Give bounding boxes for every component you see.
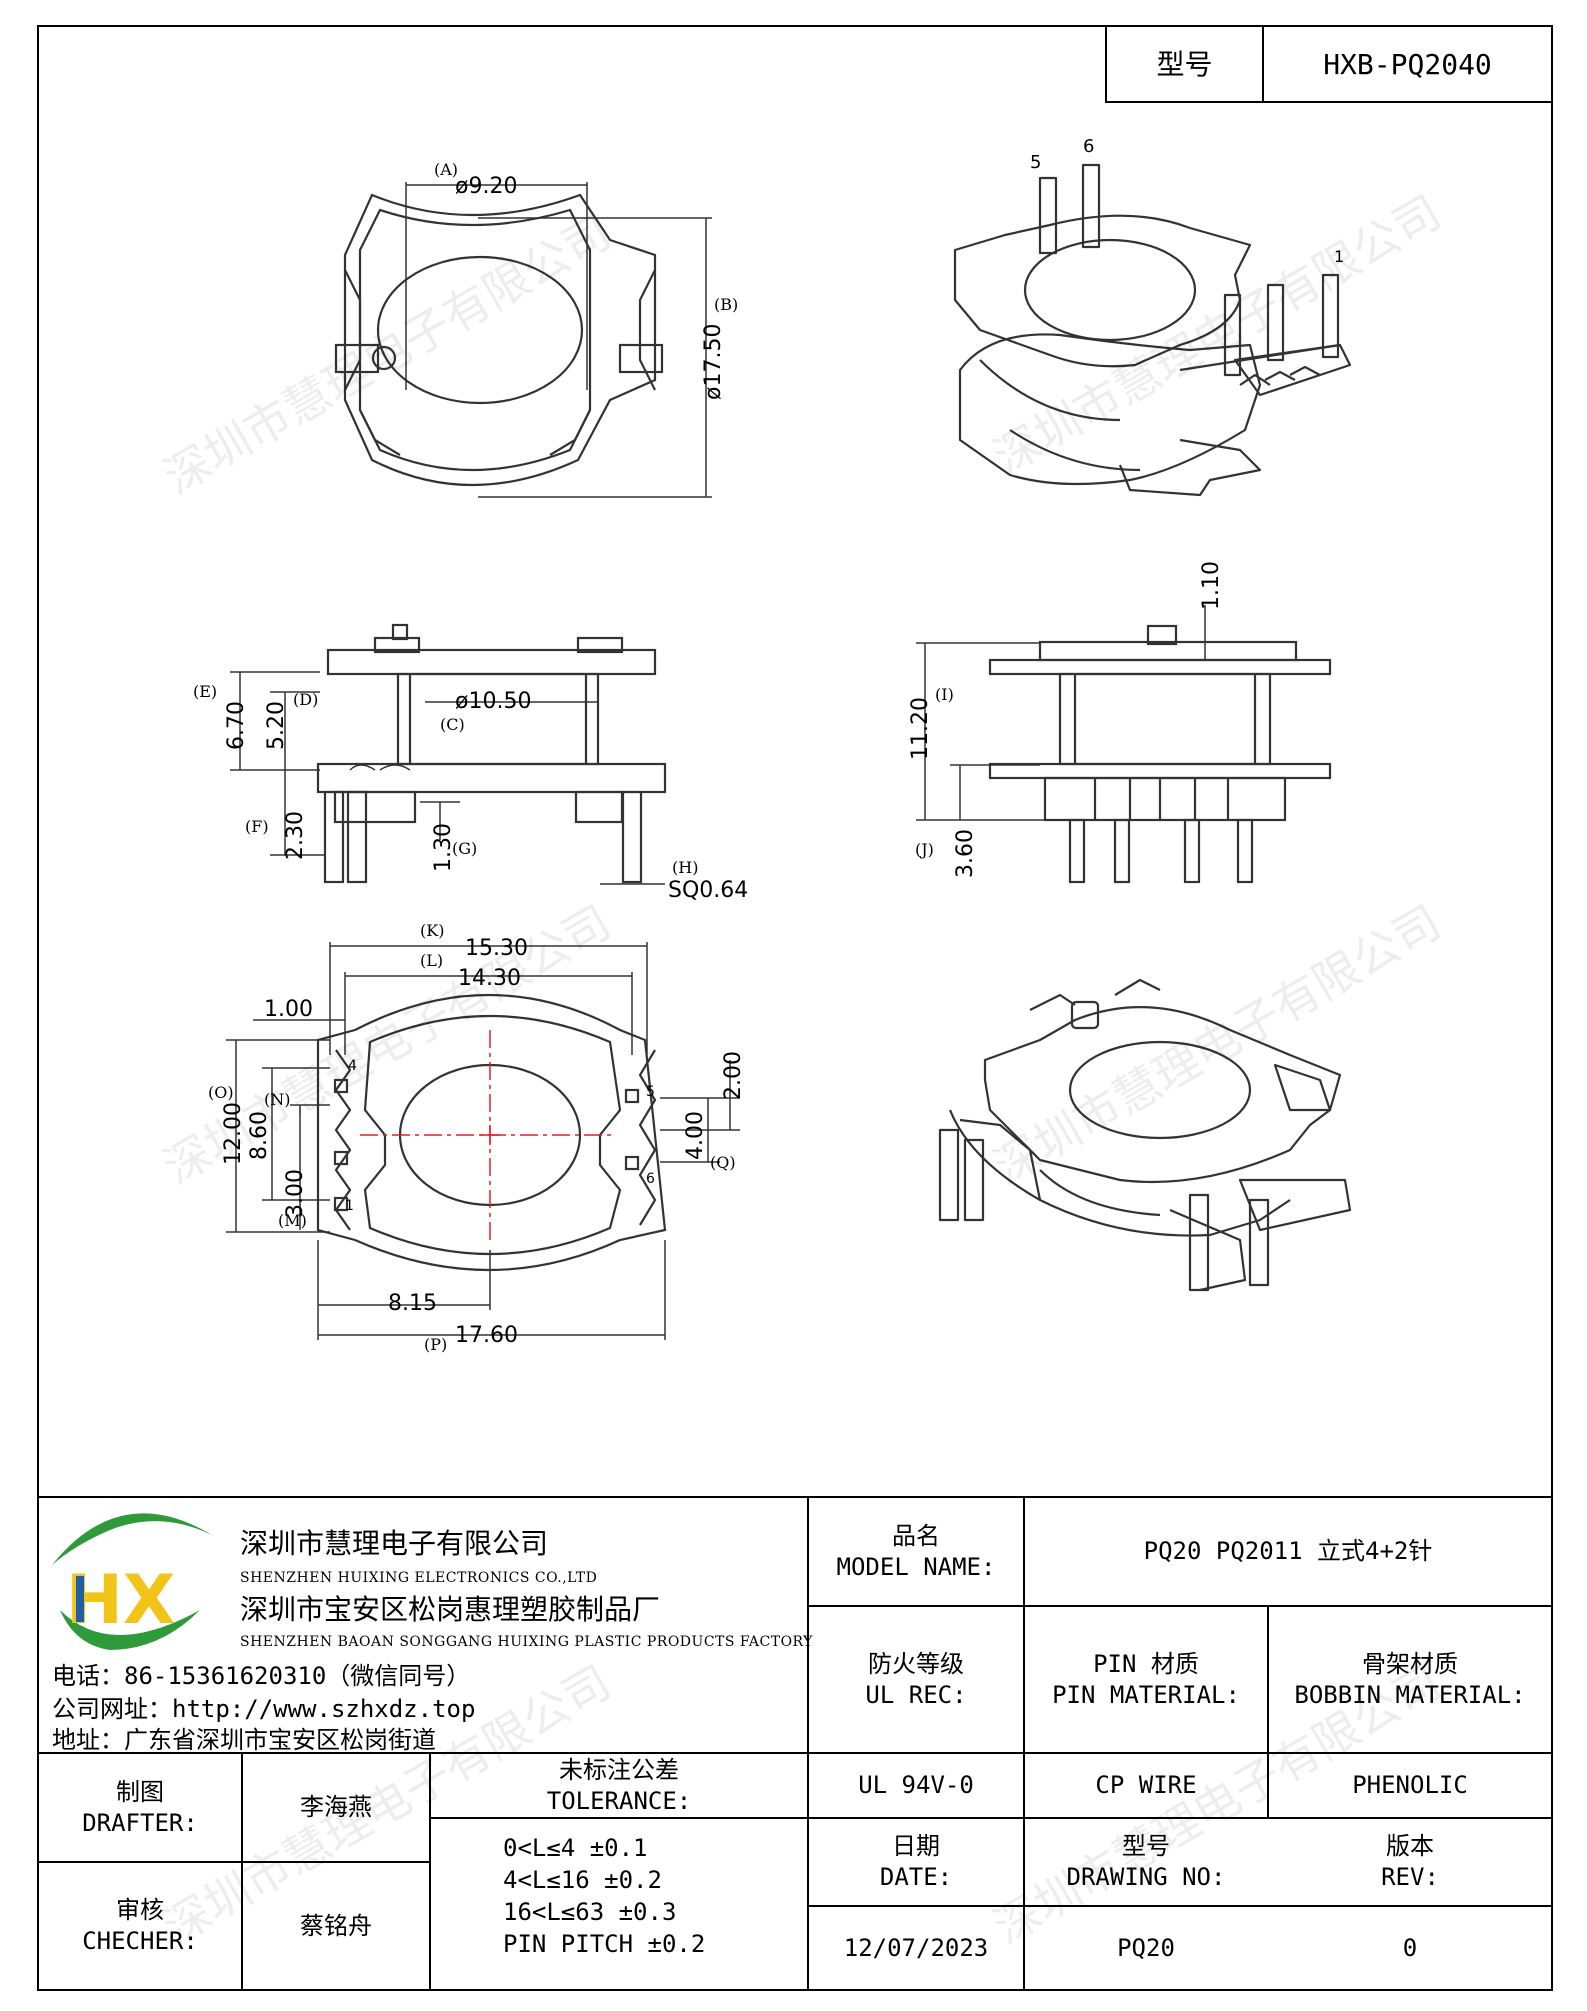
company-phone: 电话：86-15361620310（微信同号） (52, 1662, 471, 1690)
bottom-pin-5: 5 (646, 1084, 655, 1100)
dim-a-value: ø9.20 (455, 174, 517, 199)
dim-p-label: (P) (424, 1335, 447, 1354)
dim-m-label: (M) (278, 1211, 307, 1230)
model-value: HXB-PQ2040 (1323, 47, 1492, 81)
factory-name-en: SHENZHEN BAOAN SONGGANG HUIXING PLASTIC … (240, 1634, 813, 1650)
tolerance-line-1: 0<L≤4 ±0.1 (503, 1834, 648, 1862)
dim-k-value: 15.30 (465, 936, 528, 961)
dim-c-label: (C) (440, 715, 465, 734)
rev-value: 0 (1402, 1933, 1418, 1962)
dim-d-value: 5.20 (264, 701, 289, 750)
company-website: 公司网址：http://www.szhxdz.top (52, 1695, 476, 1723)
dim-o-label: (O) (208, 1083, 234, 1102)
company-logo: HX (52, 1513, 212, 1650)
model-label: 型号 (1156, 47, 1213, 81)
dim-pin-offset: 1.00 (264, 997, 313, 1022)
tolerance-line-3: 16<L≤63 ±0.3 (503, 1898, 677, 1926)
dim-d-label: (D) (293, 690, 318, 709)
dim-c-value: ø10.50 (455, 689, 531, 714)
bottom-pin-1: 1 (345, 1198, 354, 1214)
company-address: 地址：广东省深圳市宝安区松岗街道 (52, 1726, 436, 1754)
dim-l-label: (L) (420, 951, 443, 970)
ul-rec-value: UL 94V-0 (858, 1771, 974, 1799)
dim-center: 8.15 (388, 1291, 437, 1316)
logo-letters: HX (66, 1561, 175, 1640)
dim-n-label: (N) (264, 1090, 290, 1109)
iso-view-top (953, 163, 1352, 497)
dim-h-label: (H) (672, 858, 698, 877)
bottom-pin-4: 4 (348, 1058, 357, 1074)
iso-pin-1: 1 (1334, 247, 1344, 266)
front-view (916, 605, 1332, 884)
checker-name: 蔡铭舟 (300, 1911, 372, 1940)
model-box (1105, 25, 1553, 103)
dim-h-value: SQ0.64 (668, 878, 748, 903)
top-view (334, 182, 712, 498)
dim-g-label: (G) (452, 839, 477, 858)
dim-o-value: 12.00 (221, 1102, 246, 1165)
dim-m-value: 3.00 (283, 1169, 308, 1218)
title-block-grid (38, 1496, 1552, 1990)
dim-i-value: 11.20 (908, 697, 933, 760)
iso-pin-5: 5 (1030, 152, 1041, 173)
dim-f-value: 2.30 (283, 811, 308, 860)
dim-a-label: (A) (434, 160, 458, 179)
dim-b-value: ø17.50 (701, 324, 726, 400)
dim-b-label: (B) (714, 295, 738, 314)
dim-n-value: 8.60 (247, 1111, 272, 1160)
iso-pin-6: 6 (1083, 136, 1094, 157)
dim-i-label: (I) (935, 685, 954, 704)
dim-k-label: (K) (420, 921, 444, 940)
dim-j-label: (J) (915, 840, 934, 859)
sheet-border (37, 25, 1553, 1991)
dim-g-value: 1.30 (431, 823, 456, 872)
tolerance-line-4: PIN PITCH ±0.2 (503, 1930, 706, 1958)
iso-view-bottom (938, 978, 1352, 1292)
bottom-pin-6: 6 (646, 1171, 655, 1187)
dim-l-value: 14.30 (458, 966, 521, 991)
dim-right-top: 2.00 (721, 1051, 746, 1100)
dim-q-label: (Q) (710, 1153, 736, 1172)
company-name-en: SHENZHEN HUIXING ELECTRONICS CO.,LTD (240, 1570, 598, 1586)
bottom-centerlines (360, 1030, 615, 1245)
dim-j-value: 3.60 (953, 829, 978, 878)
pin-material-value: CP WIRE (1095, 1771, 1197, 1799)
drafter-name: 李海燕 (300, 1793, 372, 1821)
company-name-zh: 深圳市慧理电子有限公司 (240, 1527, 549, 1560)
tolerance-line-2: 4<L≤16 ±0.2 (503, 1866, 662, 1894)
dim-f-label: (F) (245, 817, 269, 836)
dim-q-value: 4.00 (683, 1111, 708, 1160)
side-view (230, 623, 667, 885)
drawing-no-value: PQ20 (1117, 1933, 1175, 1962)
model-name-value: PQ20 PQ2011 立式4+2针 (1143, 1537, 1433, 1565)
dim-top-value: 1.10 (1199, 561, 1224, 610)
bobbin-material-value: PHENOLIC (1352, 1771, 1468, 1799)
factory-name-zh: 深圳市宝安区松岗惠理塑胶制品厂 (240, 1593, 661, 1626)
dim-p-value: 17.60 (455, 1323, 518, 1348)
dim-e-label: (E) (193, 682, 217, 701)
date-value: 12/07/2023 (843, 1933, 989, 1962)
dim-e-value: 6.70 (224, 701, 249, 750)
